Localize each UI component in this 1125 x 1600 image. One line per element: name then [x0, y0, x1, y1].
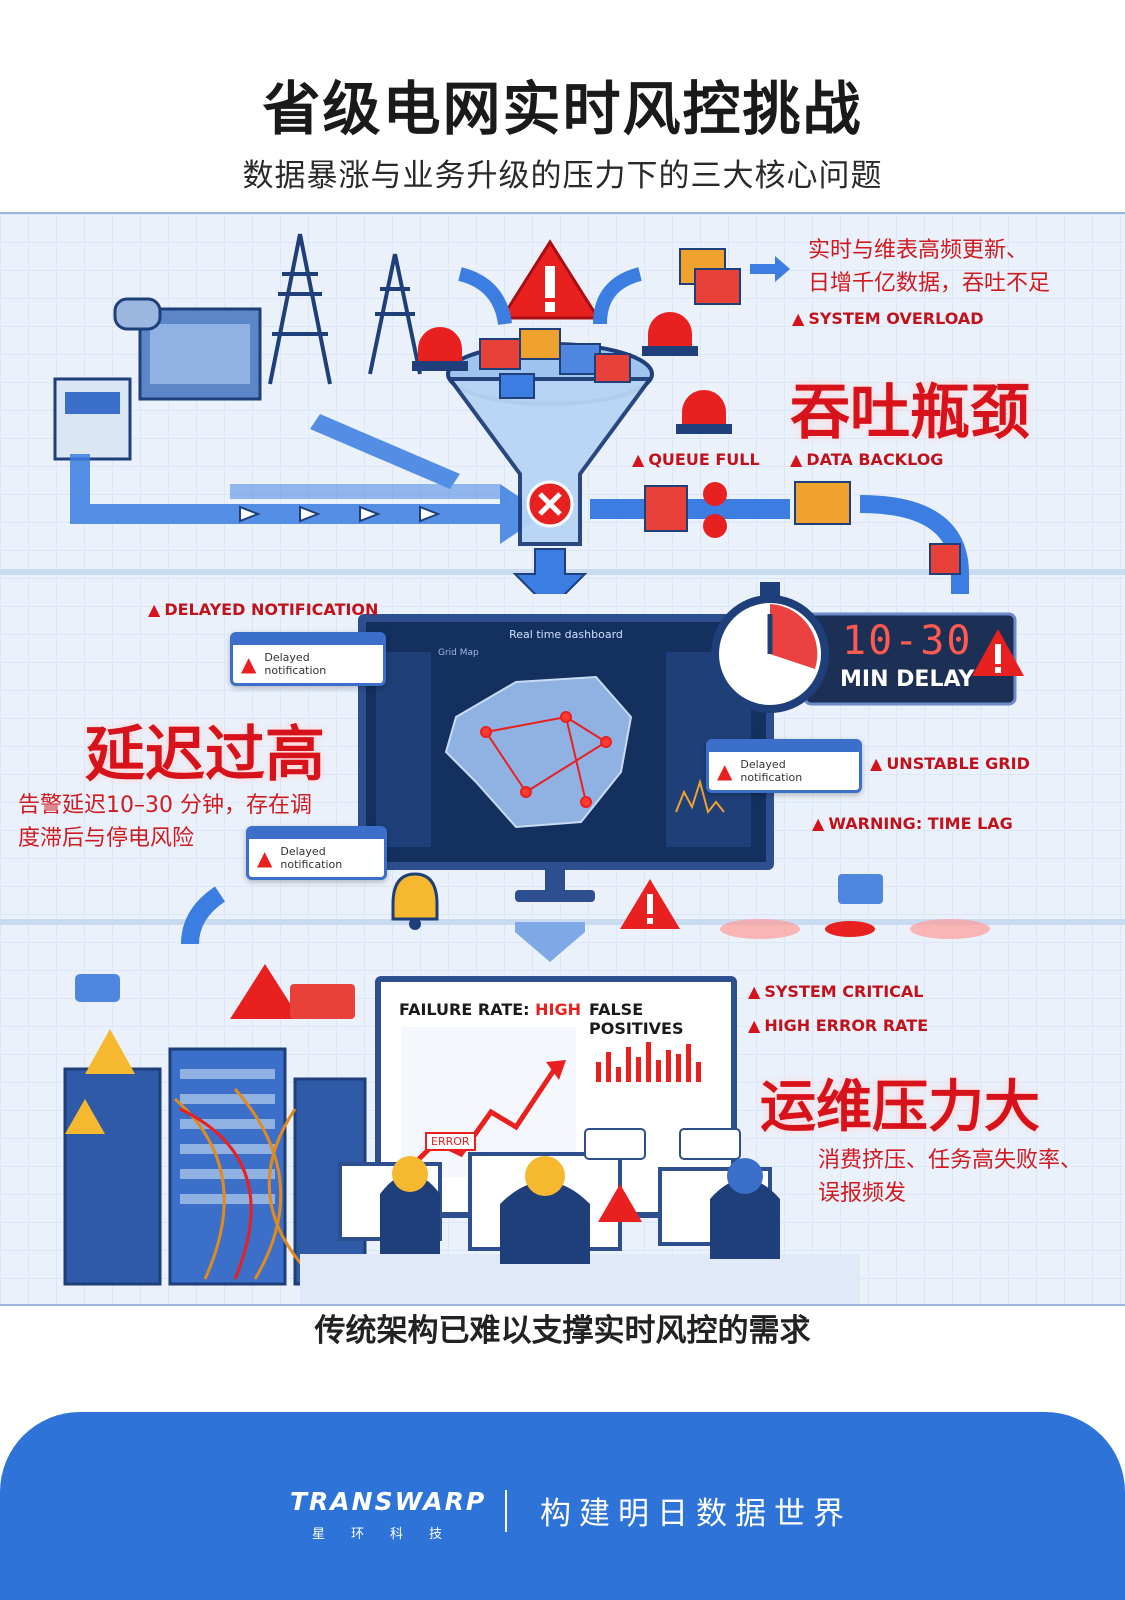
warning-icon — [499, 239, 601, 320]
engineer-icon — [380, 1156, 780, 1264]
warning-unstable-grid: ▲UNSTABLE GRID — [870, 754, 1030, 773]
warning-queue-full: ▲QUEUE FULL — [632, 450, 760, 469]
dashboard-title: Real time dashboard — [509, 628, 623, 641]
realtime-dashboard-screen: Real time dashboard Grid Map — [358, 614, 774, 870]
warning-icon: ▲ — [632, 450, 645, 469]
delayed-notification-card: ▲ Delayed notification — [706, 739, 862, 793]
page-title: 省级电网实时风控挑战 — [262, 75, 863, 143]
warning-icon — [972, 629, 1024, 676]
section3-desc-line2: 误报频发 — [818, 1181, 907, 1206]
warning-system-overload: ▲SYSTEM OVERLOAD — [792, 309, 984, 328]
section3-heading: 运维压力大 — [760, 1075, 1040, 1140]
warning-icon: ▲ — [870, 754, 883, 773]
warning-icon: ▲ — [748, 982, 761, 1001]
section2-desc-line2: 度滞后与停电风险 — [18, 826, 195, 851]
down-arrow-icon — [515, 922, 585, 962]
warning-system-critical: ▲SYSTEM CRITICAL — [748, 982, 924, 1001]
delay-value: 10-30 — [842, 618, 973, 664]
conclusion-text: 传统架构已难以支撑实时风控的需求 — [314, 1313, 811, 1349]
warning-data-backlog: ▲DATA BACKLOG — [790, 450, 944, 469]
stopwatch-icon — [711, 582, 1017, 713]
folder-icon — [679, 248, 790, 305]
warning-delayed-notification: ▲DELAYED NOTIFICATION — [148, 600, 379, 619]
warning-icon: ▲ — [812, 814, 825, 833]
warning-icon: ▲ — [792, 309, 805, 328]
notification-text: Delayed notification — [264, 651, 327, 677]
warning-time-lag: ▲WARNING: TIME LAG — [812, 814, 1013, 833]
monitor-stand — [515, 862, 595, 902]
warning-icon — [620, 879, 680, 929]
illustration-panel: 实时与维表高频更新、 日增千亿数据，吞吐不足 ▲SYSTEM OVERLOAD … — [0, 212, 1125, 1306]
footer-slogan: 构建明日数据世界 — [540, 1496, 852, 1532]
grid-map — [376, 652, 751, 847]
delayed-notification-card: ▲ Delayed notification — [246, 826, 387, 880]
section1-desc-line2: 日增千亿数据，吞吐不足 — [808, 271, 1051, 296]
section2-desc-line1: 告警延迟10–30 分钟，存在调 — [18, 793, 312, 818]
section3-desc-line1: 消费挤压、任务高失败率、 — [818, 1148, 1083, 1173]
alert-icons-row — [181, 872, 990, 945]
warning-icon: ▲ — [717, 759, 733, 783]
error-tag: ERROR — [425, 1132, 476, 1151]
alarm-light-icon — [412, 312, 732, 434]
throughput-illustration — [53, 233, 969, 594]
data-pipeline — [70, 414, 545, 544]
transwarp-logo: TRANSWARP — [290, 1487, 487, 1516]
operators-illustration — [300, 1128, 860, 1304]
dashboard-map-label: Grid Map — [438, 648, 479, 658]
failure-rate-label: FAILURE RATE: HIGH — [399, 1000, 582, 1019]
warning-icon: ▲ — [790, 450, 803, 469]
power-station-icon — [53, 297, 262, 461]
warning-icon — [598, 1184, 642, 1222]
section2-heading: 延迟过高 — [85, 720, 325, 790]
section1-desc-line1: 实时与维表高频更新、 — [808, 238, 1029, 263]
warning-icon: ▲ — [748, 1016, 761, 1035]
false-positives-label: FALSE POSITIVES — [589, 1000, 684, 1038]
warning-icon: ▲ — [241, 652, 257, 676]
notification-text: Delayed notification — [280, 845, 343, 871]
page-subtitle: 数据暴涨与业务升级的压力下的三大核心问题 — [242, 158, 883, 194]
bell-icon — [391, 872, 439, 930]
section1-heading: 吞吐瓶颈 — [790, 378, 1030, 448]
footer-divider — [505, 1490, 507, 1532]
delayed-notification-card: ▲ Delayed notification — [230, 632, 386, 686]
output-pipeline — [590, 481, 969, 594]
warning-icon: ▲ — [148, 600, 161, 619]
power-pylon-icon — [268, 233, 422, 385]
notification-text: Delayed notification — [740, 758, 803, 784]
warning-icon: ▲ — [257, 846, 273, 870]
warning-high-error-rate: ▲HIGH ERROR RATE — [748, 1016, 929, 1035]
funnel-icon — [446, 328, 654, 594]
warning-icon — [65, 964, 300, 1134]
transwarp-logo-cn: 星环科技 — [312, 1527, 469, 1542]
footer-banner — [0, 1412, 1125, 1600]
delay-label: MIN DELAY — [840, 667, 975, 692]
